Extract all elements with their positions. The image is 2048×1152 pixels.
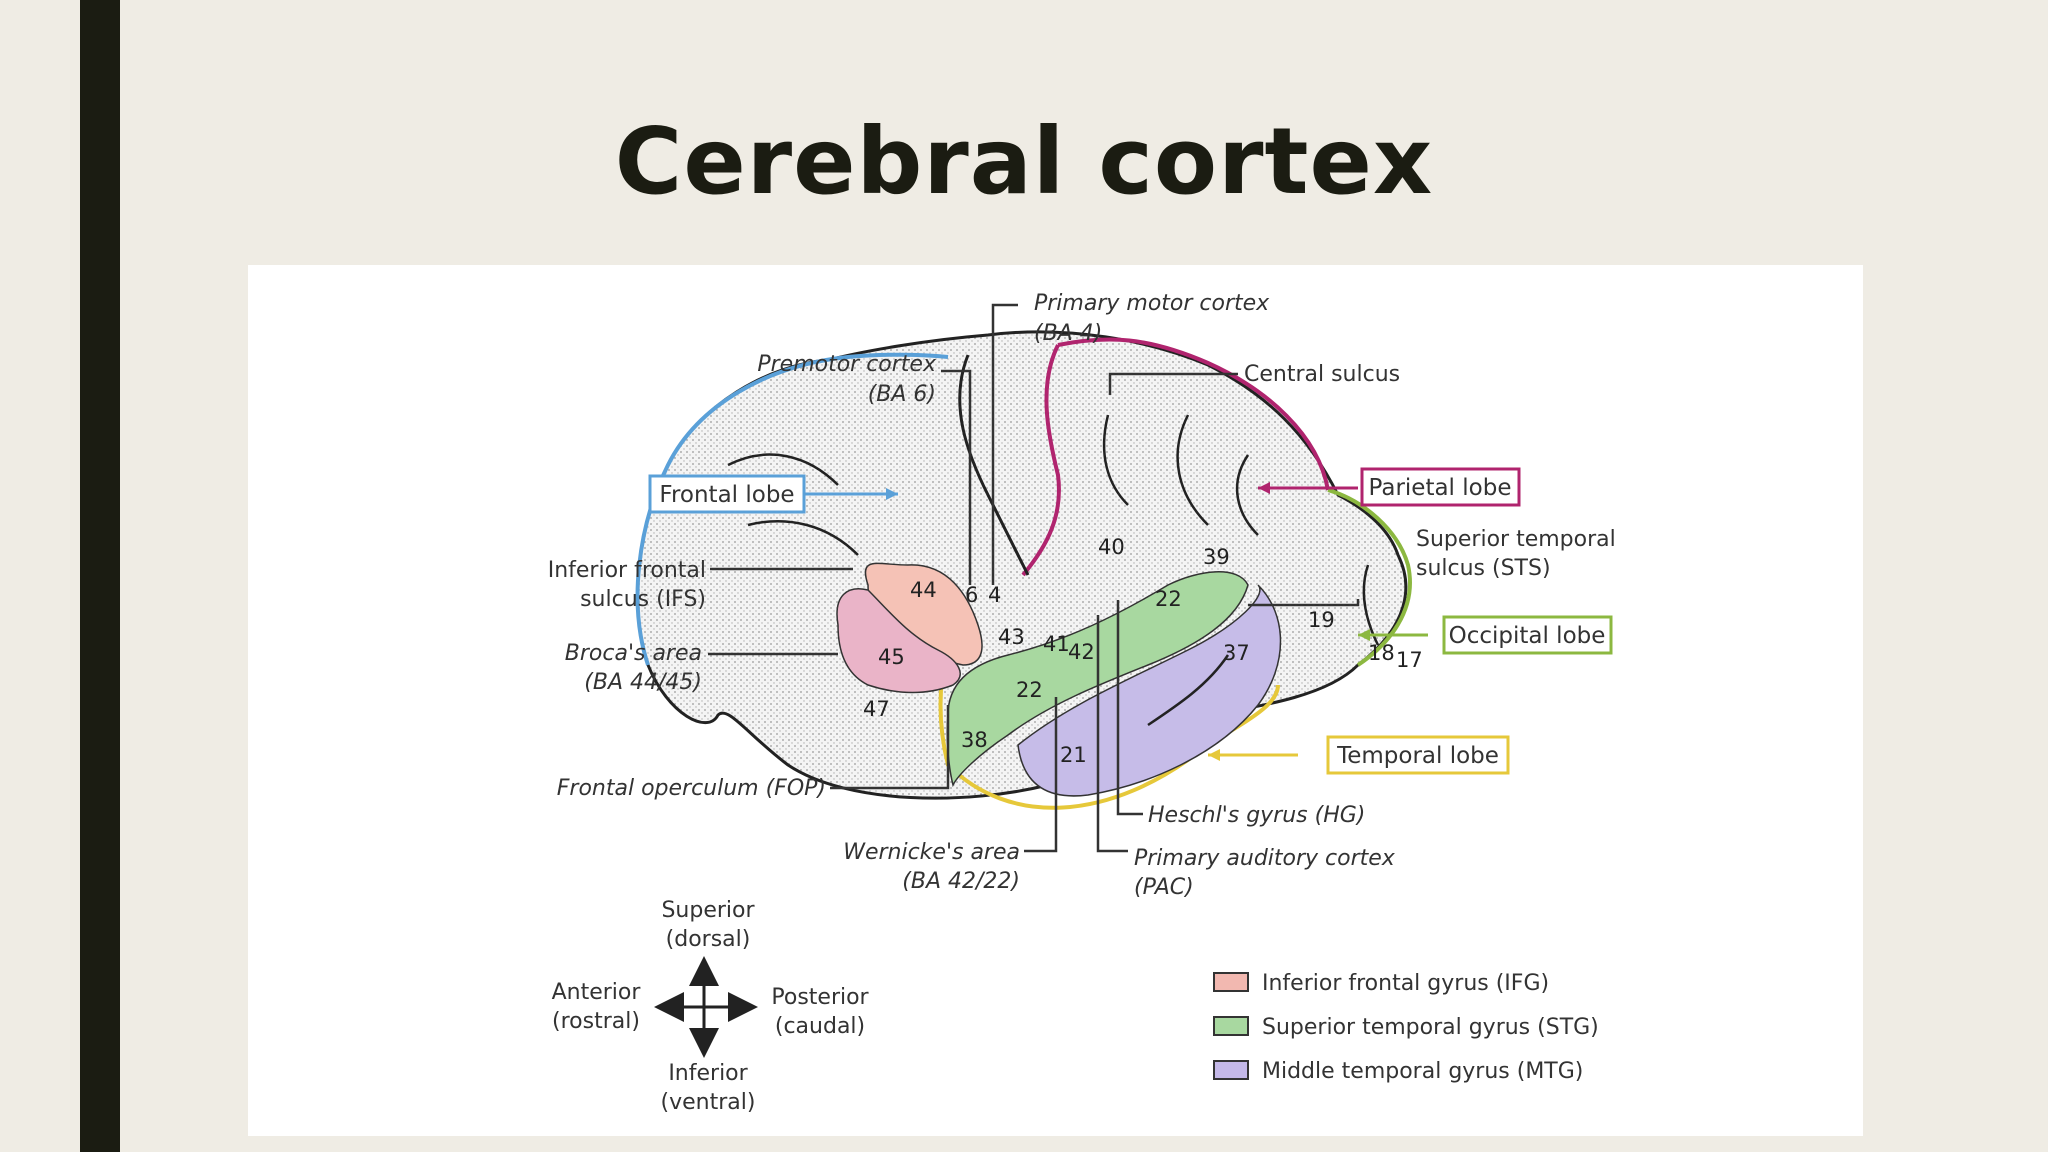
premotor-cortex-label: Premotor cortex [757, 352, 937, 377]
central-sulcus-label: Central sulcus [1244, 362, 1400, 387]
temporal-lobe-label: Temporal lobe [1336, 743, 1499, 769]
parietal-lobe-boundary [1021, 337, 1330, 577]
area-22-lower-label: 22 [1016, 678, 1043, 702]
area-17-label: 17 [1396, 648, 1423, 672]
area-18-label: 18 [1368, 641, 1395, 665]
area-22-upper-label: 22 [1155, 587, 1182, 611]
legend-label-stg: Superior temporal gyrus (STG) [1262, 1015, 1599, 1040]
broca-area-ba-label: (BA 44/45) [584, 670, 702, 695]
brodmann-area-numbers: 4 6 44 45 47 43 41 42 22 22 38 21 40 39 … [863, 535, 1423, 767]
posterior-label: Posterior [771, 985, 869, 1010]
ventral-label: (ventral) [661, 1090, 756, 1115]
sts-label-line1: Superior temporal [1416, 527, 1616, 552]
ifs-label-line1: Inferior frontal [548, 558, 706, 583]
temporal-lobe-box [1326, 735, 1510, 775]
wernicke-area-ba-label: (BA 42/22) [902, 869, 1020, 894]
caudal-label: (caudal) [775, 1014, 865, 1039]
area-43-label: 43 [998, 625, 1025, 649]
legend-swatch-mtg [1213, 1060, 1249, 1080]
middle-temporal-gyrus [1017, 584, 1282, 797]
area-47-label: 47 [863, 697, 890, 721]
frontal-operculum-label: Frontal operculum (FOP) [557, 776, 826, 801]
area-44-label: 44 [910, 578, 937, 602]
area-40-label: 40 [1098, 535, 1125, 559]
primary-motor-cortex-ba-label: (BA 4) [1034, 321, 1102, 346]
ifs-label-line2: sulcus (IFS) [580, 587, 706, 612]
wernicke-area-label: Wernicke's area [843, 840, 1020, 865]
orientation-compass: Superior (dorsal) Inferior (ventral) Ant… [552, 898, 870, 1115]
brain-diagram-svg: 4 6 44 45 47 43 41 42 22 22 38 21 40 39 … [548, 291, 1616, 1115]
broca-area-label: Broca's area [565, 641, 702, 666]
rostral-label: (rostral) [552, 1009, 640, 1034]
occipital-lobe-label: Occipital lobe [1449, 623, 1606, 649]
sulci-strokes [727, 414, 1380, 727]
parietal-lobe-box [1360, 467, 1521, 507]
slide-title: Cerebral cortex [614, 108, 1434, 215]
area-21-label: 21 [1060, 743, 1087, 767]
central-sulcus-line [958, 354, 1030, 576]
primary-motor-cortex-label: Primary motor cortex [1034, 291, 1270, 316]
occipital-lobe-box [1442, 615, 1613, 655]
heschl-gyrus-label: Heschl's gyrus (HG) [1148, 803, 1365, 828]
area-45-label: 45 [878, 645, 905, 669]
frontal-lobe-box [648, 474, 806, 514]
area-4-label: 4 [988, 583, 1001, 607]
area-41-label: 41 [1043, 632, 1070, 656]
primary-auditory-cortex-label: Primary auditory cortex [1134, 846, 1396, 871]
area-42-label: 42 [1068, 640, 1095, 664]
superior-label: Superior [661, 898, 755, 923]
leader-lines [708, 303, 1360, 853]
area-37-label: 37 [1223, 641, 1250, 665]
slide-left-accent-bar [80, 0, 120, 1152]
legend-swatch-ifg [1213, 972, 1249, 992]
brain-diagram-figure: 4 6 44 45 47 43 41 42 22 22 38 21 40 39 … [248, 265, 1863, 1136]
frontal-lobe-boundary [635, 352, 949, 666]
legend-swatch-stg [1213, 1016, 1249, 1036]
frontal-lobe-label: Frontal lobe [659, 482, 794, 508]
sts-label-line2: sulcus (STS) [1416, 556, 1551, 581]
dorsal-label: (dorsal) [666, 927, 751, 952]
inferior-label: Inferior [668, 1061, 748, 1086]
primary-auditory-cortex-abbr-label: (PAC) [1134, 875, 1194, 900]
legend: Inferior frontal gyrus (IFG) Superior te… [1213, 971, 1599, 1084]
area-38-label: 38 [961, 728, 988, 752]
parietal-lobe-label: Parietal lobe [1369, 475, 1512, 501]
premotor-cortex-ba-label: (BA 6) [868, 382, 936, 407]
area-19-label: 19 [1308, 608, 1335, 632]
area-39-label: 39 [1203, 545, 1230, 569]
anterior-label: Anterior [552, 980, 642, 1005]
legend-label-ifg: Inferior frontal gyrus (IFG) [1262, 971, 1549, 996]
broca-area-45 [836, 588, 961, 694]
legend-label-mtg: Middle temporal gyrus (MTG) [1262, 1059, 1583, 1084]
area-6-label: 6 [965, 583, 978, 607]
lobe-arrows [804, 482, 1428, 761]
